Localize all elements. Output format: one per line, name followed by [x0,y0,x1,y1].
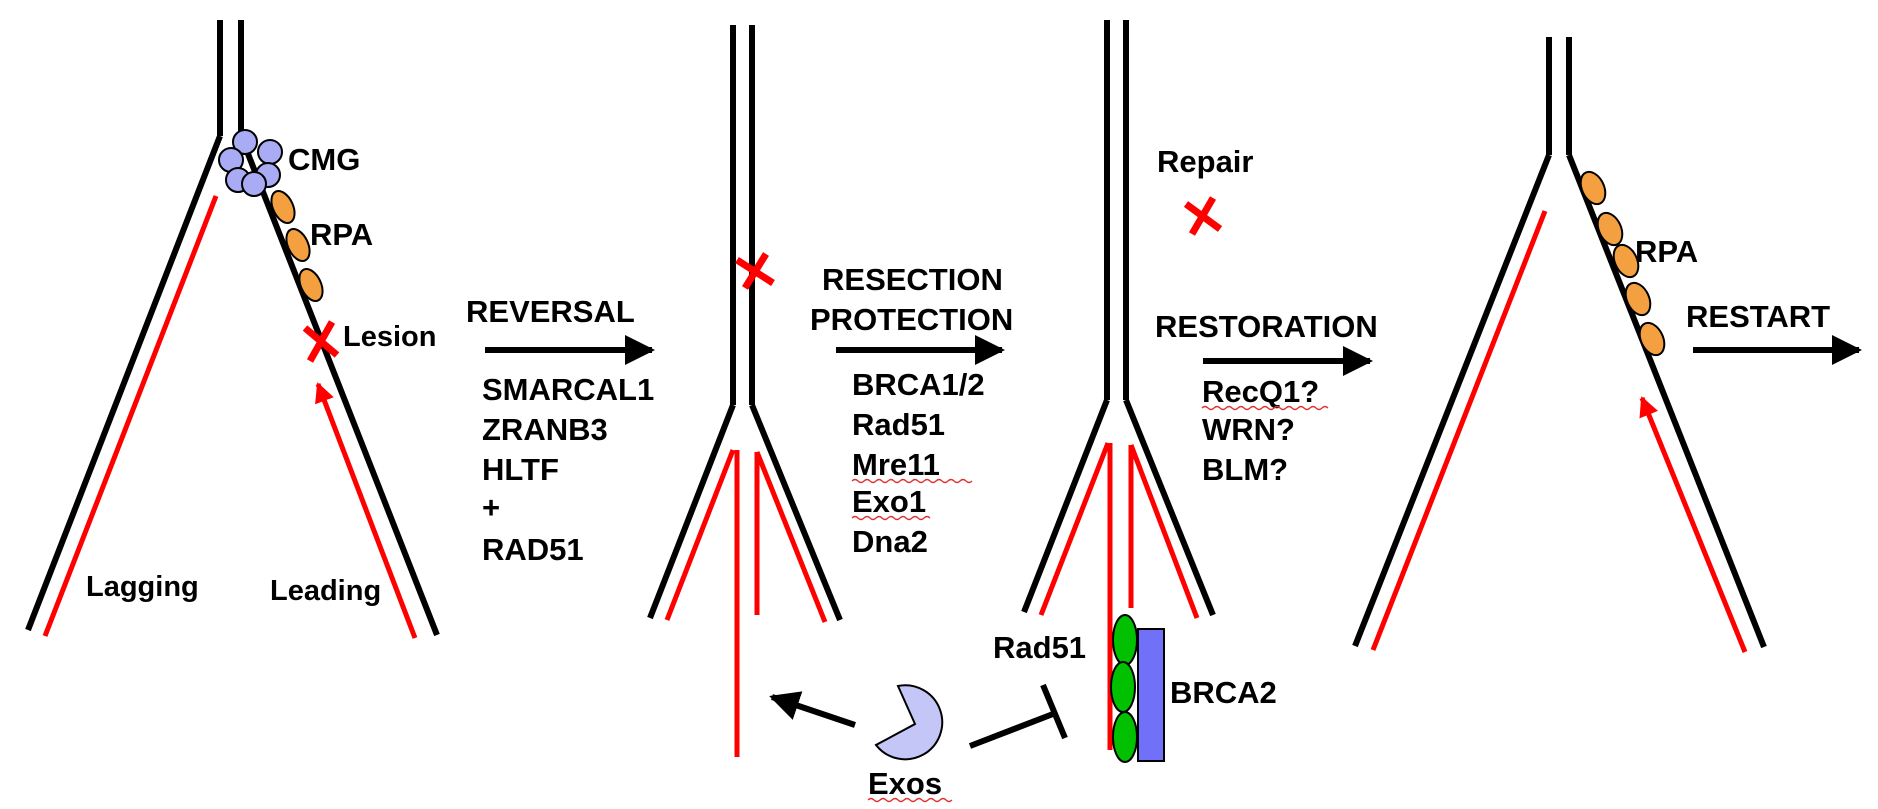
step-resection-protection: RESECTION PROTECTION BRCA1/2 Rad51 Mre11… [810,262,1013,559]
parental-duplex [1352,37,1767,649]
brca2-label: BRCA2 [1170,675,1277,710]
fork-panel-1: CMG RPA Lesion Lagging Leading [25,20,440,639]
spellcheck-underline [851,478,973,484]
step-restart: RESTART [1686,299,1862,365]
factor-dna2: Dna2 [852,524,928,559]
rpa-label: RPA [310,217,373,252]
parental-duplex [1021,20,1216,617]
leading-strand-new [315,382,418,639]
spellcheck-underline [851,515,931,521]
factor-plus: + [482,490,500,525]
lesion-icon [302,320,340,363]
factor-zranb3: ZRANB3 [482,412,608,447]
factor-exo1: Exo1 [852,484,926,519]
rad51-label: Rad51 [993,630,1086,665]
parental-duplex [25,20,440,637]
factor-hltf: HLTF [482,452,559,487]
exos-nuclease-icon [874,684,944,761]
step-reversal: REVERSAL SMARCAL1 ZRANB3 HLTF + RAD51 [466,294,655,567]
factor-mre11: Mre11 [852,447,940,482]
lesion-repaired-icon [1183,196,1223,236]
repair-label: Repair [1157,144,1253,179]
reversal-title: REVERSAL [466,294,635,329]
rpa-proteins [1579,170,1666,357]
resection-title: RESECTION [822,262,1003,297]
factor-recq1: RecQ1? [1202,374,1319,409]
step-restoration: RESTORATION RecQ1? WRN? BLM? [1155,309,1378,487]
factor-blm: BLM? [1202,452,1288,487]
cmg-label: CMG [288,142,360,177]
lagging-label: Lagging [86,571,199,603]
nascent-strands [664,449,828,757]
factor-wrn: WRN? [1202,412,1295,447]
spellcheck-underline [1201,405,1329,411]
leading-strand-new [1639,396,1748,653]
factor-brca1-2: BRCA1/2 [852,367,985,402]
restart-title: RESTART [1686,299,1830,334]
fork-panel-4: RPA [1352,37,1767,653]
rad51-filament [1110,614,1138,763]
factor-smarcal1: SMARCAL1 [482,372,654,407]
exos-label: Exos [868,766,942,801]
lagging-strand-new [1370,210,1548,651]
nascent-strands [1038,442,1200,750]
rpa-label: RPA [1635,234,1698,269]
protection-title: PROTECTION [810,302,1013,337]
spellcheck-underline [867,797,953,803]
parental-duplex [647,25,843,622]
fork-panel-3: Repair Rad51 BRCA2 Exos [769,20,1277,803]
leading-label: Leading [270,575,381,607]
lagging-strand-new [42,195,219,637]
factor-rad51: RAD51 [482,532,584,567]
exos-degradation-arrow [769,691,856,728]
brca2-protein [1137,628,1165,762]
restoration-title: RESTORATION [1155,309,1378,344]
cmg-helicase [218,129,283,197]
lesion-icon [735,252,775,290]
lesion-label: Lesion [343,321,436,353]
fork-panel-2 [647,25,843,757]
rpa-proteins [270,190,324,302]
factor-rad51: Rad51 [852,407,945,442]
rad51-inhibition-icon [968,683,1068,749]
